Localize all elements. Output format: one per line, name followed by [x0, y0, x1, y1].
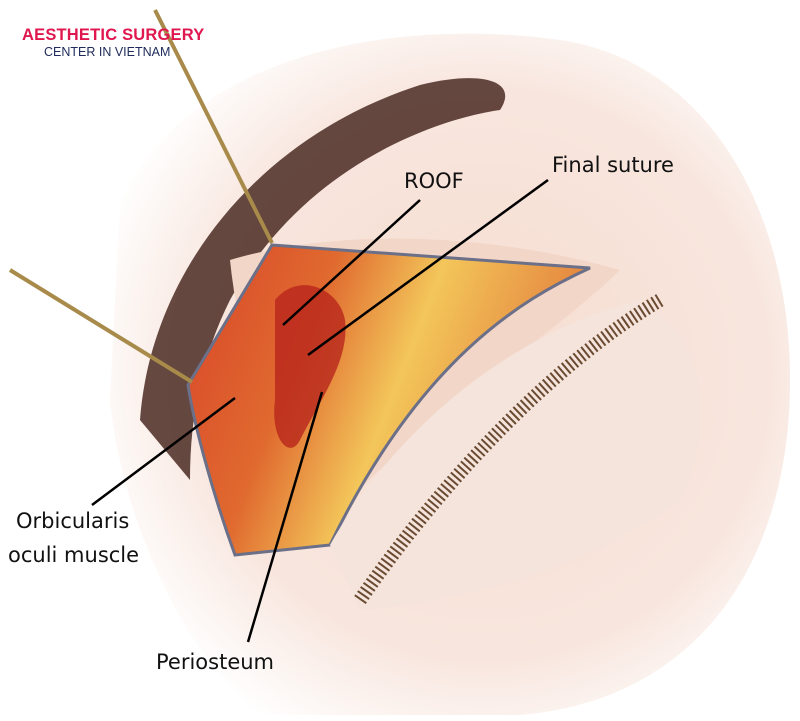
eyeball-lid: [330, 300, 701, 610]
label-final-suture: Final suture: [552, 153, 674, 177]
leader-final-suture: [307, 178, 549, 357]
label-orbicularis-line1: Orbicularis: [16, 509, 130, 533]
label-orbicularis-line2: oculi muscle: [8, 543, 140, 567]
logo-subtitle: CENTER IN VIETNAM: [44, 45, 171, 59]
leader-periosteum: [246, 391, 324, 643]
roof-tissue: [274, 285, 346, 448]
eyebrow: [140, 78, 506, 481]
retractor-upper: [153, 9, 274, 244]
label-roof: ROOF: [404, 169, 464, 193]
label-periosteum: Periosteum: [156, 650, 275, 674]
leader-orbicularis: [91, 396, 236, 507]
leader-roof: [282, 199, 421, 326]
logo-title: AESTHETIC SURGERY: [22, 26, 205, 44]
retractor-lower: [8, 268, 194, 384]
